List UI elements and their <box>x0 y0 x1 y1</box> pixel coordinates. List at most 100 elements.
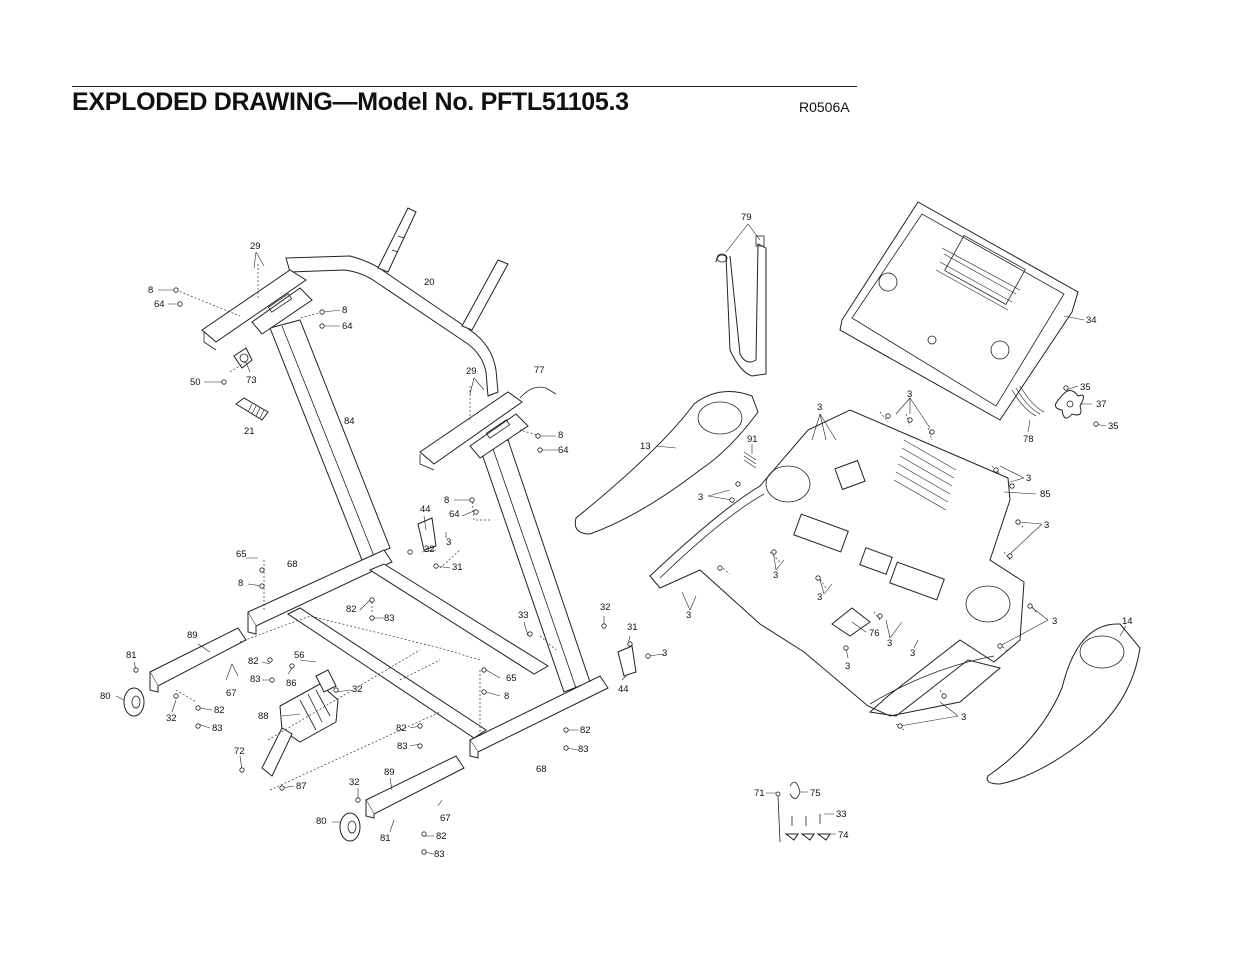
label-32: 32 <box>600 602 611 613</box>
fastener-marker <box>527 631 533 637</box>
label-14: 14 <box>1122 616 1133 627</box>
wires-78 <box>1011 385 1045 417</box>
fastener-marker <box>259 583 265 589</box>
label-82: 82 <box>346 604 357 615</box>
fastener-marker <box>469 497 475 503</box>
fastener-marker <box>195 705 201 711</box>
label-85: 85 <box>1040 489 1051 500</box>
label-3: 3 <box>698 492 703 503</box>
fastener-marker <box>1009 483 1015 489</box>
label-64: 64 <box>558 445 569 456</box>
fastener-marker <box>319 309 325 315</box>
label-44: 44 <box>618 684 629 695</box>
cable-cover-79 <box>715 235 767 377</box>
left-upright-84 <box>269 319 391 561</box>
handrail-cover-13 <box>574 391 759 535</box>
fastener-marker <box>535 433 541 439</box>
label-32: 32 <box>424 544 435 555</box>
fastener-marker <box>717 565 723 571</box>
fastener-marker <box>1093 421 1099 427</box>
label-64: 64 <box>449 509 460 520</box>
label-64: 64 <box>154 299 165 310</box>
label-8: 8 <box>148 285 153 296</box>
fastener-marker <box>417 723 423 729</box>
fastener-marker <box>279 785 285 791</box>
fastener-marker <box>421 849 427 855</box>
fastener-marker <box>929 429 935 435</box>
drawing-code: R0506A <box>799 99 850 115</box>
right-upright <box>479 439 591 693</box>
fastener-marker <box>815 575 821 581</box>
fastener-marker <box>563 727 569 733</box>
label-31: 31 <box>627 622 638 633</box>
label-8: 8 <box>504 691 509 702</box>
label-3: 3 <box>446 537 451 548</box>
fastener-marker <box>195 723 201 729</box>
assembly-lines-left <box>175 264 557 791</box>
label-82: 82 <box>214 705 225 716</box>
label-3: 3 <box>1052 616 1057 627</box>
fastener-marker <box>319 323 325 329</box>
label-82: 82 <box>580 725 591 736</box>
wheel-80-right <box>339 812 361 842</box>
label-80: 80 <box>100 691 111 702</box>
label-44: 44 <box>420 504 431 515</box>
label-83: 83 <box>212 723 223 734</box>
label-56: 56 <box>294 650 305 661</box>
label-80: 80 <box>316 816 327 827</box>
label-3: 3 <box>817 402 822 413</box>
label-8: 8 <box>444 495 449 506</box>
leg-89-left <box>149 627 247 693</box>
handrail-cover-14 <box>986 623 1141 785</box>
label-67: 67 <box>440 813 451 824</box>
fastener-marker <box>177 301 183 307</box>
fastener-marker <box>645 653 651 659</box>
fastener-marker <box>221 379 227 385</box>
fastener-marker <box>333 687 339 693</box>
fastener-marker <box>1027 603 1033 609</box>
fastener-marker <box>997 643 1003 649</box>
label-33: 33 <box>836 809 847 820</box>
label-3: 3 <box>662 648 667 659</box>
hardware-71-75-74 <box>775 781 831 843</box>
label-81: 81 <box>126 650 137 661</box>
fastener-marker <box>1015 519 1021 525</box>
label-89: 89 <box>384 767 395 778</box>
label-35: 35 <box>1080 382 1091 393</box>
fastener-marker <box>173 693 179 699</box>
label-84: 84 <box>344 416 355 427</box>
label-91: 91 <box>747 434 758 445</box>
fastener-marker <box>729 497 735 503</box>
fastener-marker <box>627 641 633 647</box>
fastener-marker <box>563 745 569 751</box>
label-29: 29 <box>466 366 477 377</box>
label-37: 37 <box>1096 399 1107 410</box>
label-83: 83 <box>578 744 589 755</box>
label-3: 3 <box>845 661 850 672</box>
label-32: 32 <box>166 713 177 724</box>
label-50: 50 <box>190 377 201 388</box>
fastener-marker <box>417 743 423 749</box>
label-32: 32 <box>349 777 360 788</box>
label-8: 8 <box>342 305 347 316</box>
label-73: 73 <box>246 375 257 386</box>
label-3: 3 <box>961 712 966 723</box>
label-88: 88 <box>258 711 269 722</box>
handle-grip-21 <box>235 397 269 421</box>
fan-37 <box>1055 390 1084 419</box>
fastener-marker <box>877 613 883 619</box>
label-68: 68 <box>287 559 298 570</box>
label-76: 76 <box>869 628 880 639</box>
fastener-marker <box>421 831 427 837</box>
handrail-frame-20 <box>285 207 509 397</box>
fastener-marker <box>885 413 891 419</box>
fastener-marker <box>369 597 375 603</box>
label-82: 82 <box>396 723 407 734</box>
wire-77 <box>519 386 557 399</box>
label-3: 3 <box>817 592 822 603</box>
fastener-marker <box>173 287 179 293</box>
base-frame <box>247 549 609 759</box>
label-3: 3 <box>1044 520 1049 531</box>
fastener-marker <box>993 467 999 473</box>
console-top-34 <box>839 201 1079 421</box>
